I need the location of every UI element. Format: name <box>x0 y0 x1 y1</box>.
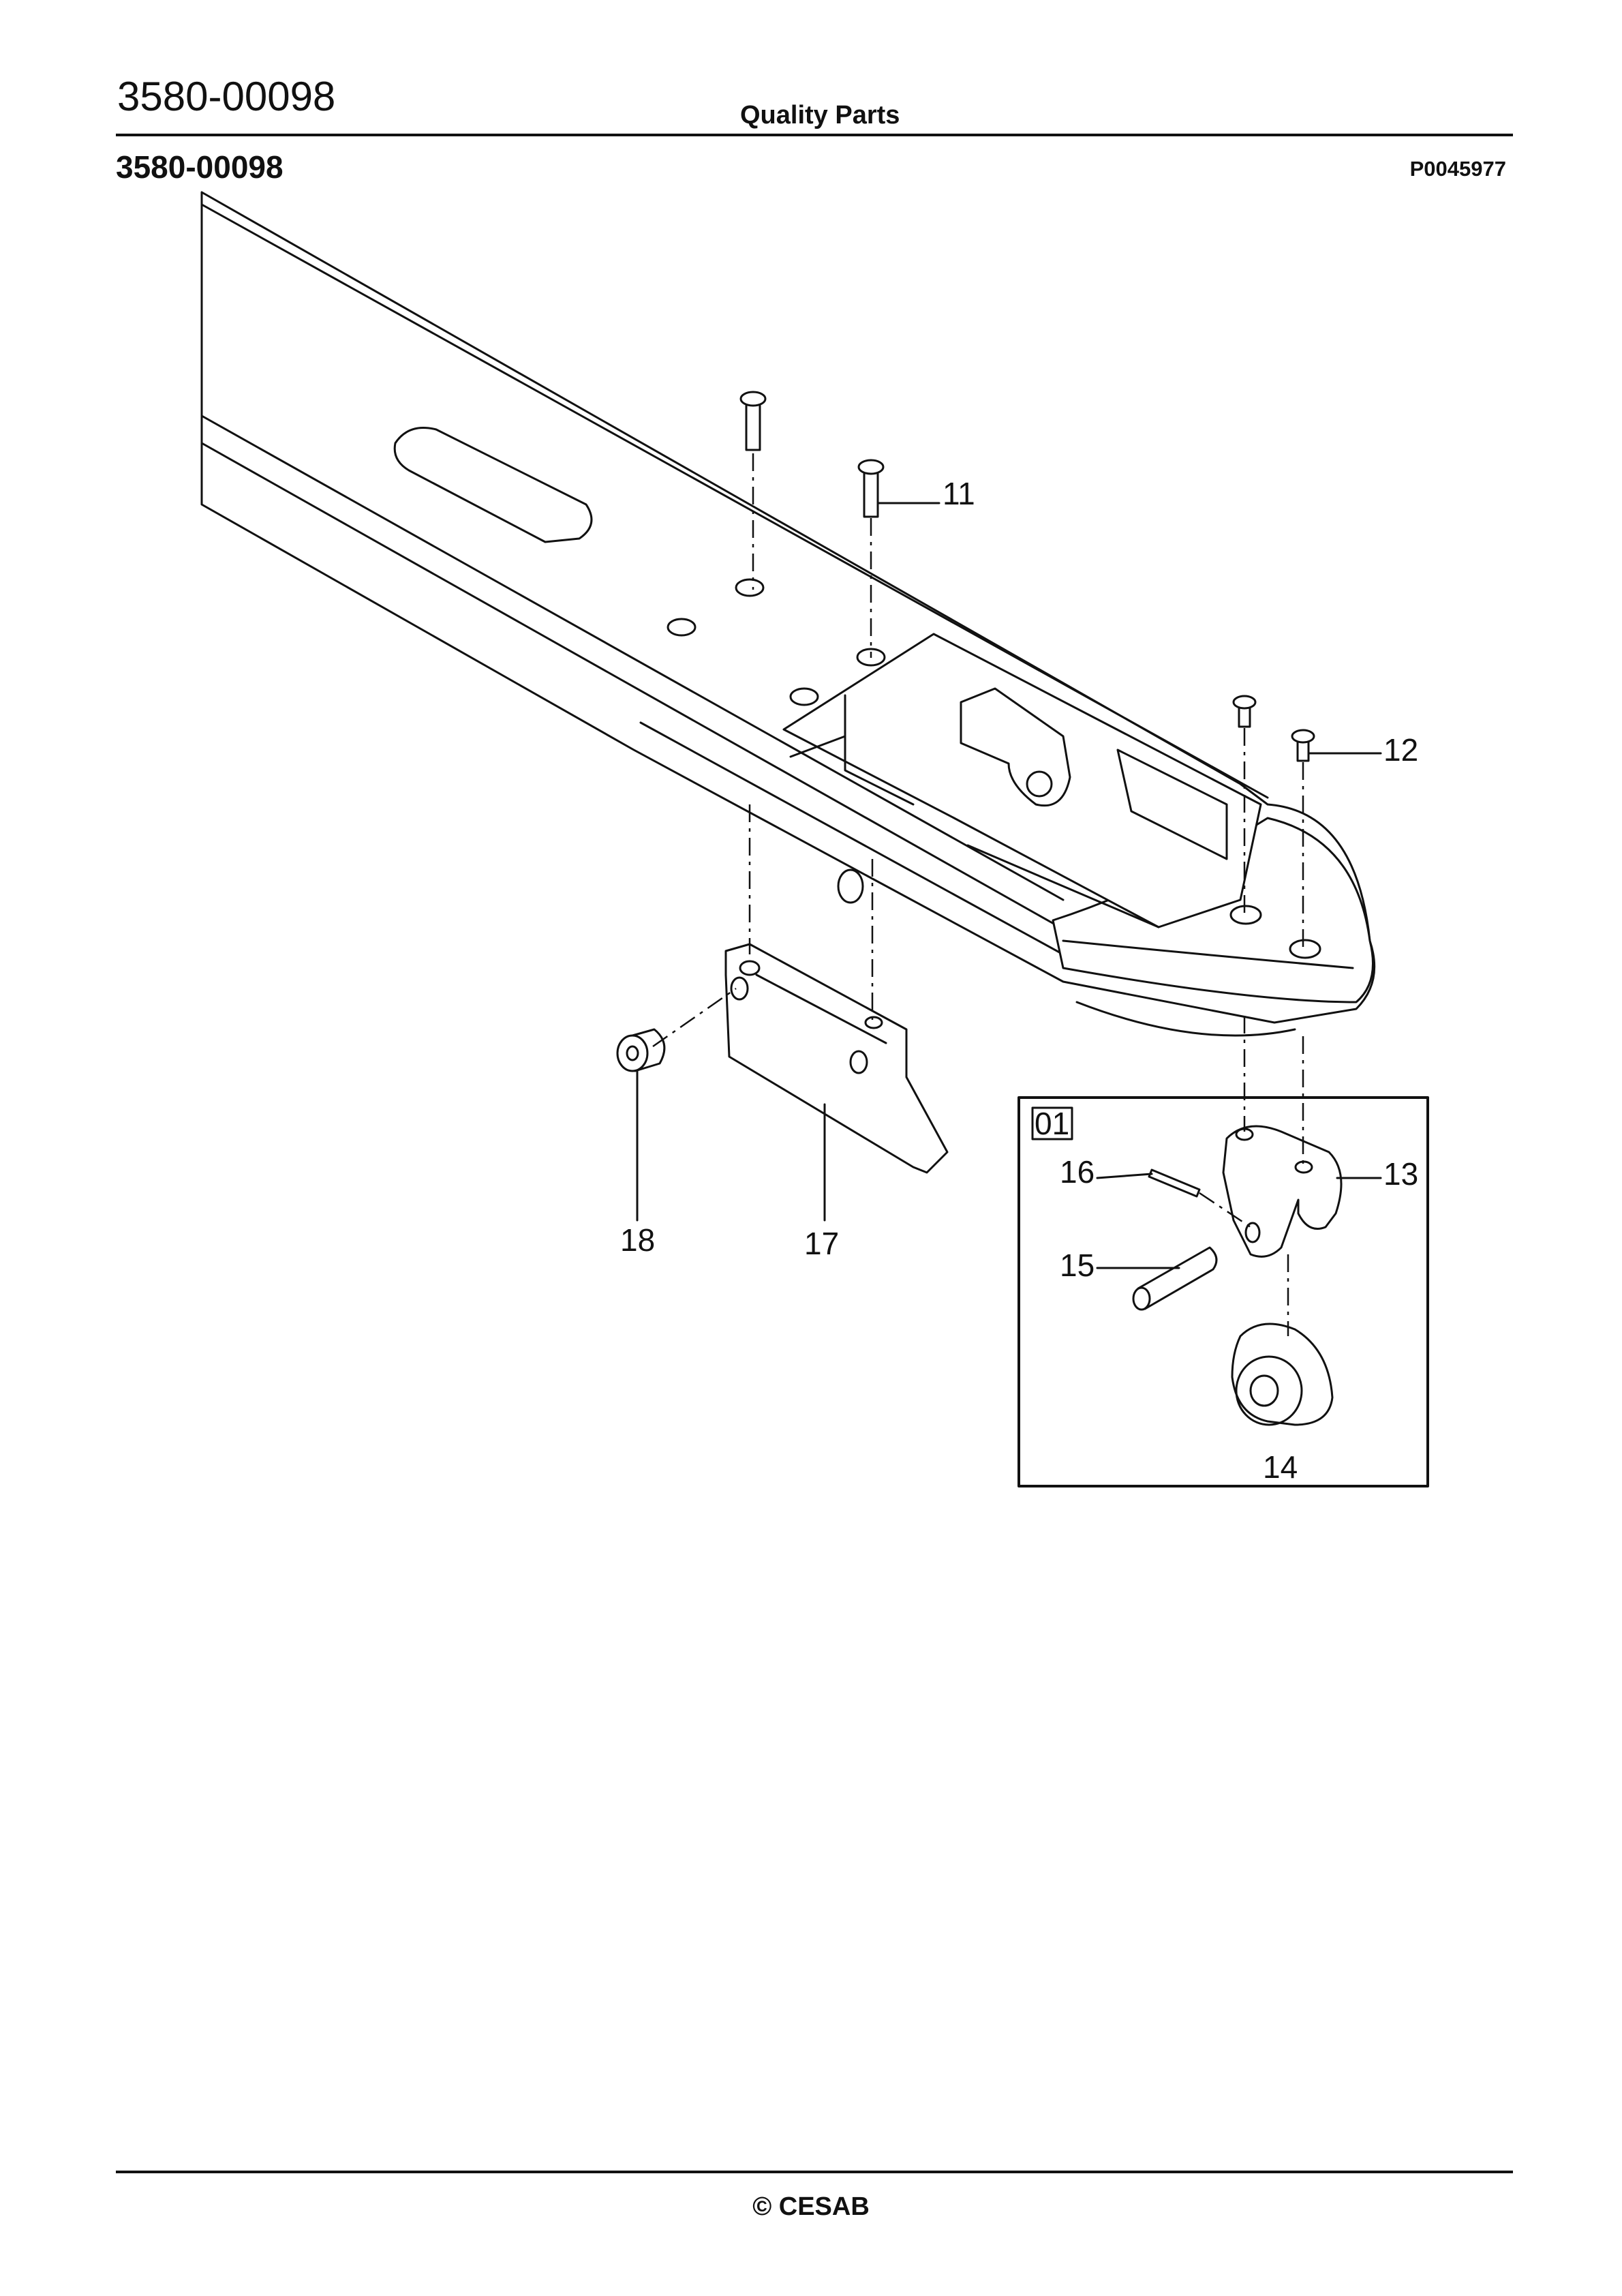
callout-14: 14 <box>1263 1449 1298 1485</box>
side-plate-17-hole-1 <box>739 960 761 976</box>
header-part-number: 3580-00098 <box>117 74 336 119</box>
screw-3 <box>1232 695 1257 728</box>
header-rule <box>116 134 1513 136</box>
assembly-line-9 <box>652 987 737 1048</box>
roller-14-face <box>1235 1355 1303 1426</box>
copyright-symbol: © <box>752 2192 772 2221</box>
callout-13: 13 <box>1383 1156 1418 1192</box>
detail-box-label: 01 <box>1035 1106 1069 1141</box>
axle-15 <box>1137 1246 1218 1310</box>
tip-hole-2 <box>1289 939 1321 959</box>
callout-17: 17 <box>804 1226 839 1261</box>
side-plate-17-hole-4 <box>864 1016 883 1029</box>
side-plate-17-hole-3 <box>849 1050 868 1074</box>
fork-arm-side-edge-2 <box>200 442 1061 928</box>
callout-16: 16 <box>1060 1154 1095 1190</box>
side-plate-17 <box>724 943 949 1174</box>
fork-cavity-slot <box>1116 749 1228 860</box>
screw-12 <box>1291 729 1315 762</box>
tip-hole-1 <box>1229 905 1262 925</box>
top-hole-4 <box>789 687 819 706</box>
axle-15-end <box>1132 1286 1151 1311</box>
screw-11 <box>857 459 885 518</box>
callout-15: 15 <box>1060 1248 1095 1283</box>
fork-tip-bottom <box>1075 1001 1296 1037</box>
side-plate-17-groove <box>755 973 887 1044</box>
fork-cavity-wall-1 <box>844 694 915 806</box>
bracket-13 <box>1222 1125 1343 1258</box>
header-title: Quality Parts <box>740 101 900 130</box>
top-hole-2 <box>667 618 697 637</box>
figure-part-number: 3580-00098 <box>116 149 284 185</box>
pin-16 <box>1148 1168 1201 1198</box>
top-hole-3 <box>856 648 886 667</box>
pin-18 <box>616 1028 666 1072</box>
callout-12: 12 <box>1383 732 1418 768</box>
footer-brand: CESAB <box>778 2192 870 2221</box>
roller-14-bore <box>1249 1374 1279 1407</box>
inner-bracket-hole <box>1026 770 1053 798</box>
callout-11: 11 <box>943 476 975 511</box>
side-plate-17-hole-2 <box>730 976 749 1001</box>
screw-1 <box>739 391 767 451</box>
detail-box <box>1017 1096 1429 1487</box>
footer-copyright: © CESAB <box>682 2194 940 2220</box>
fork-arm-side-edge-1 <box>200 414 1065 901</box>
inner-bracket <box>960 687 1071 807</box>
bracket-13-hole-3 <box>1244 1222 1261 1243</box>
assembly-line-10 <box>1199 1192 1251 1228</box>
fork-cavity-floor <box>966 844 1160 928</box>
top-hole-1 <box>735 578 765 597</box>
fork-arm-top-edge <box>200 203 1269 799</box>
fork-cavity-wall-2 <box>789 735 846 758</box>
fork-slot <box>393 427 593 543</box>
fork-arm-side-edge-3 <box>639 721 1065 956</box>
leader-16 <box>1096 1173 1153 1179</box>
figure-reference: P0045977 <box>1409 157 1506 181</box>
fork-tip-inner <box>1062 939 1354 969</box>
side-hole <box>837 868 864 904</box>
roller-14 <box>1231 1323 1334 1426</box>
detail-box-label-frame <box>1031 1106 1073 1141</box>
footer-rule <box>116 2171 1513 2173</box>
callout-18: 18 <box>620 1222 655 1258</box>
